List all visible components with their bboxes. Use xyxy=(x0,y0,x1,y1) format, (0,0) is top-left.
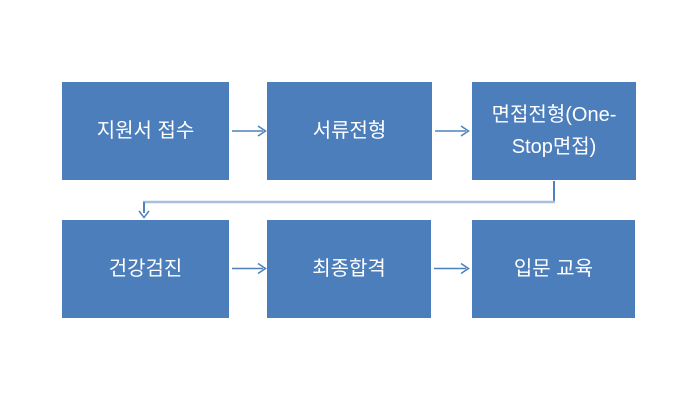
connector-step3-to-step4 xyxy=(138,181,555,219)
step-final-acceptance: 최종합격 xyxy=(267,220,431,318)
step-application-submission: 지원서 접수 xyxy=(62,82,229,180)
arrow-step4-to-step5 xyxy=(232,262,267,275)
arrowhead-right-icon xyxy=(257,262,267,275)
arrowhead-right-icon xyxy=(460,262,470,275)
step-label: 최종합격 xyxy=(312,258,386,280)
step-interview-screening: 면접전형(One-Stop면접) xyxy=(472,82,636,180)
arrow-step1-to-step2 xyxy=(232,125,267,137)
step-label: 서류전형 xyxy=(312,120,387,142)
step-label: 면접전형(One-Stop면접) xyxy=(491,104,617,158)
step-introductory-training: 입문 교육 xyxy=(472,220,635,318)
step-health-checkup: 건강검진 xyxy=(62,220,229,318)
step-document-screening: 서류전형 xyxy=(267,82,432,180)
arrowhead-right-icon xyxy=(460,125,470,137)
arrow-step5-to-step6 xyxy=(434,262,470,275)
step-label: 지원서 접수 xyxy=(96,120,195,142)
arrowhead-right-icon xyxy=(257,125,267,137)
step-label: 건강검진 xyxy=(108,258,183,280)
arrow-step2-to-step3 xyxy=(435,125,470,137)
step-label: 입문 교육 xyxy=(513,258,594,280)
arrowhead-down-icon xyxy=(138,210,150,219)
